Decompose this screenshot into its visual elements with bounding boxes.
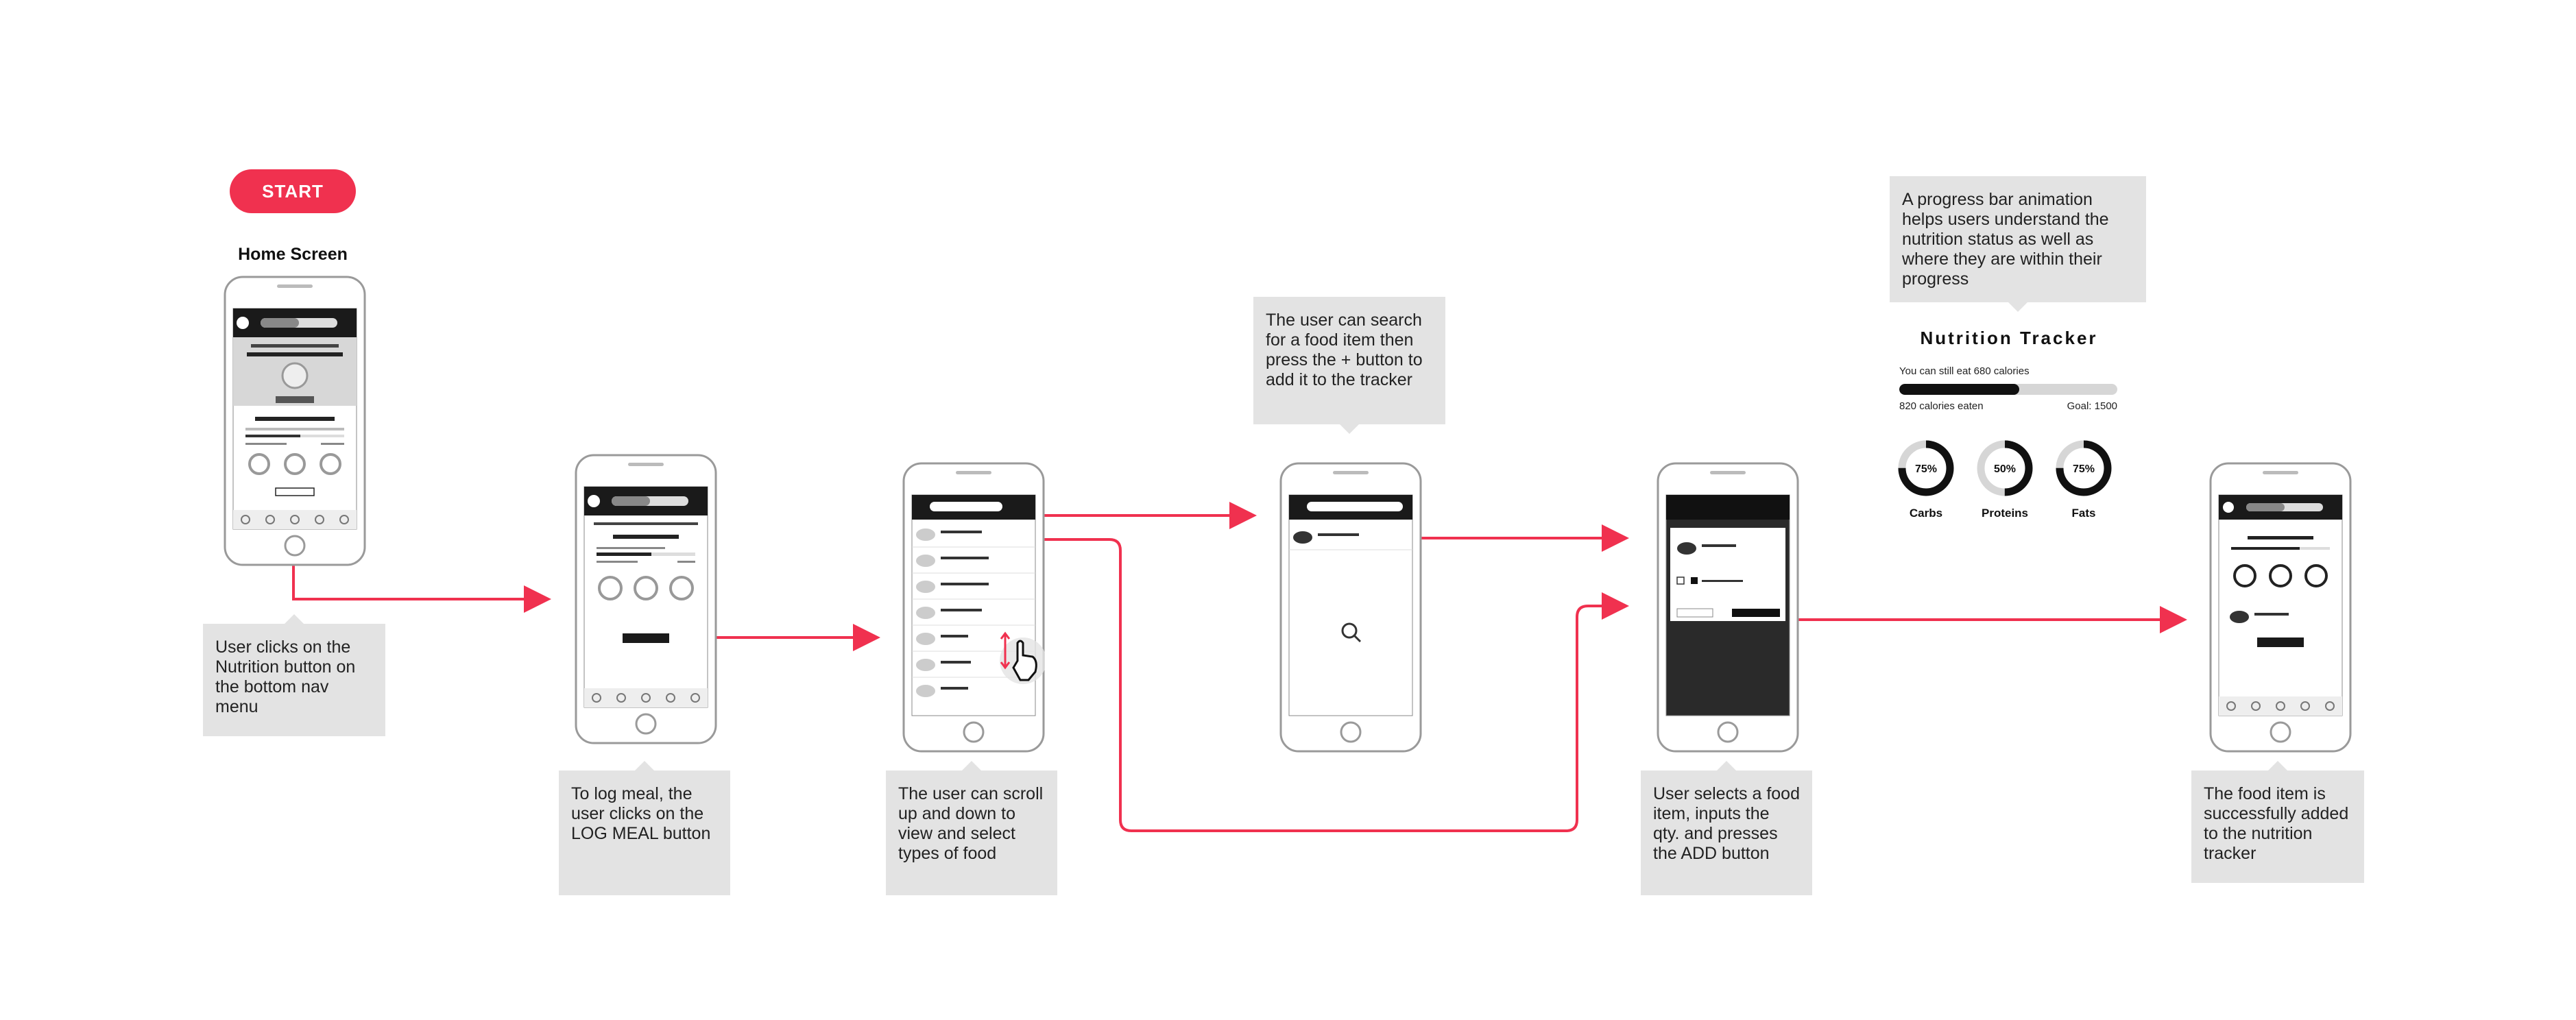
phone-nutrition-tracker: [575, 454, 717, 744]
ring-proteins-label: Proteins: [1981, 507, 2029, 520]
calories-eaten: 820 calories eaten: [1899, 400, 1984, 412]
calorie-progress-bar: [1899, 384, 2117, 395]
note-progress-animation: A progress bar animation helps users und…: [1890, 176, 2146, 312]
ring-fats-value: 75%: [2073, 463, 2095, 475]
home-screen-title: Home Screen: [238, 245, 348, 264]
ring-fats-label: Fats: [2071, 507, 2096, 520]
note-log-meal: To log meal, the user clicks on the LOG …: [559, 761, 730, 895]
phone-select-item: [1657, 462, 1799, 753]
ring-fats: 75% Fats: [2054, 439, 2113, 520]
ring-carbs: 75% Carbs: [1897, 439, 1955, 520]
ring-carbs-label: Carbs: [1909, 507, 1943, 520]
note-search-food: The user can search for a food item then…: [1253, 297, 1445, 434]
ring-proteins-value: 50%: [1994, 463, 2016, 475]
phone-home-screen: [224, 276, 366, 566]
calorie-goal: Goal: 1500: [2067, 400, 2117, 412]
calorie-progress-fill: [1899, 384, 2019, 395]
ring-proteins: 50% Proteins: [1975, 439, 2034, 520]
note-item-added: The food item is successfully added to t…: [2191, 761, 2364, 883]
note-select-item: User selects a food item, inputs the qty…: [1641, 761, 1812, 895]
note-scroll-food: The user can scroll up and down to view …: [886, 761, 1057, 895]
phone-search: [1279, 462, 1422, 753]
phone-final-tracker: [2209, 462, 2352, 753]
ring-carbs-value: 75%: [1915, 463, 1937, 475]
nutrition-tracker-title: Nutrition Tracker: [1920, 328, 2098, 348]
phone-food-list: [902, 462, 1045, 753]
note-nutrition-button: User clicks on the Nutrition button on t…: [203, 614, 385, 736]
arrow-list-to-select: [1030, 538, 1629, 832]
start-badge: START: [230, 169, 356, 213]
calories-remaining: You can still eat 680 calories: [1899, 365, 2030, 377]
